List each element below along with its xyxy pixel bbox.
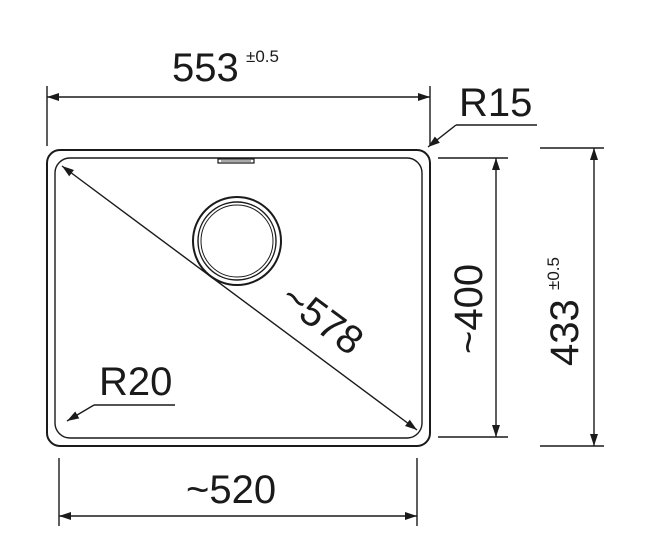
overall-width-dimension: [46, 86, 431, 146]
overall-width-tolerance: ±0.5: [246, 47, 279, 66]
overall-height-dimension: [540, 147, 604, 447]
sink-outer-outline: [46, 149, 431, 447]
outer-radius-leader: [427, 124, 537, 148]
inner-height-label: ~400: [447, 264, 491, 354]
drain-hole: [192, 196, 282, 286]
overall-height-label: 433: [543, 299, 587, 366]
outer-radius-label: R15: [459, 81, 532, 125]
inner-width-label: ~520: [186, 468, 276, 512]
overall-height-tolerance: ±0.5: [544, 257, 563, 290]
overflow-slot: [217, 158, 255, 164]
inner-height-dimension: [438, 157, 508, 438]
inner-width-dimension: [58, 458, 418, 526]
diagonal-label: ~578: [273, 275, 372, 364]
inner-radius-leader: [66, 404, 175, 422]
inner-radius-label: R20: [99, 360, 172, 404]
sink-inner-outline: [54, 157, 423, 439]
diagonal-dimension-line: [61, 165, 418, 431]
overall-width-label: 553: [172, 46, 239, 90]
